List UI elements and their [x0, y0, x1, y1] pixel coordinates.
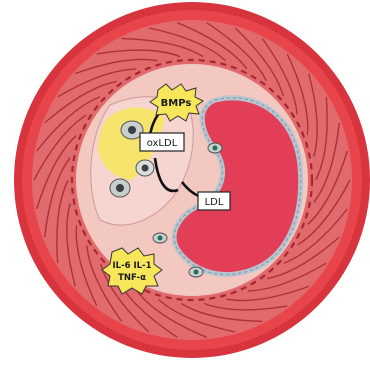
foam-cell-nucleus [142, 165, 149, 172]
macrophage-nucleus [213, 146, 218, 151]
oxldl-label: oxLDL [147, 138, 178, 149]
foam-cell-nucleus [116, 184, 124, 192]
tnf-label: TNF-α [118, 273, 146, 283]
macrophage-nucleus [194, 270, 199, 275]
macrophage-nucleus [158, 236, 163, 241]
il6-il1-label: IL-6 IL-1 [112, 261, 151, 271]
foam-cell-nucleus [128, 126, 136, 134]
oxldl-callout: oxLDL [140, 133, 184, 151]
ldl-label: LDL [205, 197, 224, 208]
ldl-callout: LDL [198, 192, 230, 210]
bmps-label: BMPs [161, 98, 192, 109]
